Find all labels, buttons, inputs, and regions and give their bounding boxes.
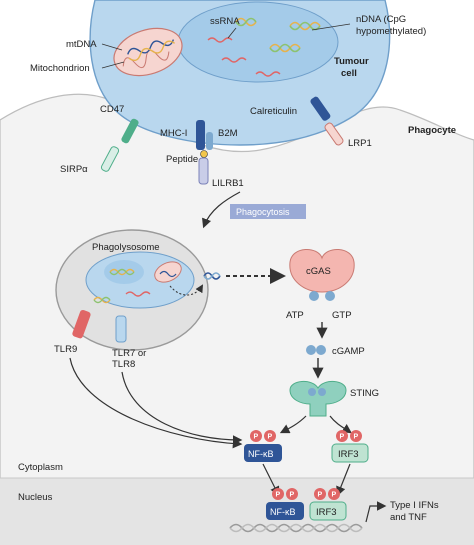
mhc1-label: MHC-I	[160, 128, 187, 139]
irf3-nuc-phospho-2-label: P	[332, 492, 337, 499]
irf3-nuc-phospho-1	[314, 488, 326, 500]
ndna-helix-1	[289, 21, 321, 31]
peptide-label: Peptide	[166, 154, 198, 165]
cgamp-molecule-2	[316, 345, 326, 355]
sirpa-receptor	[100, 146, 120, 172]
nfkb-cytoplasm	[244, 444, 282, 462]
irf3-cytoplasm	[331, 443, 369, 463]
ndna-helix-2	[269, 43, 301, 53]
nfkb-nuc-phospho-2-label: P	[290, 492, 295, 499]
nfkb-cytoplasm-label: NF-κB	[248, 449, 274, 459]
tumour-label-line1: Tumour	[334, 56, 369, 67]
mitochondrion-label: Mitochondrion	[30, 63, 90, 74]
nucleus-region	[0, 478, 474, 545]
gtp-molecule	[325, 291, 335, 301]
ndna-label-line2: hypomethylated)	[356, 26, 426, 37]
tumour-nucleus	[177, 1, 339, 83]
irf3-cytoplasm-label: IRF3	[338, 449, 359, 460]
tlr9-receptor	[72, 309, 91, 339]
lrp1-receptor	[324, 122, 344, 146]
cd47-label: CD47	[100, 104, 124, 115]
irf3-phospho-2	[350, 430, 362, 442]
tlr9-label: TLR9	[54, 344, 77, 355]
nfkb-nuc-phospho-1	[272, 488, 284, 500]
mtdna-label: mtDNA	[66, 39, 97, 50]
cgas-label: cGAS	[306, 266, 331, 277]
phagocytosis-label: Phagocytosis	[236, 207, 290, 217]
nucleus-label: Nucleus	[18, 492, 53, 503]
irf3-phospho-1	[336, 430, 348, 442]
irf3-nuc-phospho-2	[328, 488, 340, 500]
mhc1-receptor	[196, 120, 205, 150]
sting-protein	[289, 381, 347, 417]
calreticulin-receptor	[310, 96, 331, 121]
cgas-enzyme	[289, 249, 355, 293]
mtdna-leak-path	[169, 284, 204, 296]
nuclear-dna	[229, 523, 363, 533]
sting-label: STING	[350, 388, 379, 399]
tlr78-to-nfkb-arrow	[121, 371, 243, 445]
phagocyte-label: Phagocyte	[408, 125, 456, 136]
nfkb-nuc-phospho-1-label: P	[276, 492, 281, 499]
peptide-shape	[200, 150, 208, 158]
ssrna-strand-3	[255, 71, 281, 77]
nfkb-nuc-phospho-2	[286, 488, 298, 500]
irf3-phospho-2-label: P	[354, 434, 359, 441]
irf3-nucleus-label: IRF3	[316, 507, 337, 518]
nfkb-nucleus-label: NF-κB	[270, 507, 296, 517]
sirpa-label: SIRPα	[60, 164, 88, 175]
nfkb-phospho-2	[264, 430, 276, 442]
phagocytosis-box	[230, 204, 306, 219]
ssrna-label: ssRNA	[210, 16, 240, 27]
ndna-label-line1: nDNA (CpG	[356, 14, 406, 25]
nfkb-phospho-1-label: P	[254, 434, 259, 441]
irf3-nuc-phospho-1-label: P	[318, 492, 323, 499]
atp-label: ATP	[286, 310, 304, 321]
cgamp-label: cGAMP	[332, 346, 365, 357]
sting-to-irf3-arrow	[329, 415, 352, 434]
cgamp-molecule-1	[306, 345, 316, 355]
nfkb-phospho-1	[250, 430, 262, 442]
lilrb1-receptor	[198, 157, 209, 185]
lilrb1-label: LILRB1	[212, 178, 244, 189]
output-label-line1: Type I IFNs	[390, 500, 439, 511]
tlr78-receptor	[115, 315, 127, 343]
cd47-receptor	[121, 118, 139, 144]
tlr78-label-line2: TLR8	[112, 359, 135, 370]
tumour-label-line2: cell	[341, 68, 357, 79]
phagocytosis-arrow	[202, 191, 241, 229]
cytoplasm-label: Cytoplasm	[18, 462, 63, 473]
output-label-line2: and TNF	[390, 512, 427, 523]
transcription-arrow	[365, 501, 387, 523]
irf3-nucleus	[309, 501, 347, 521]
tlr78-label-line1: TLR7 or	[112, 348, 146, 359]
ssrna-strand-2	[221, 57, 247, 63]
nfkb-phospho-2-label: P	[268, 434, 273, 441]
sting-to-nfkb-arrow	[279, 415, 307, 434]
atp-molecule	[309, 291, 319, 301]
irf3-phospho-1-label: P	[340, 434, 345, 441]
b2m-label: B2M	[218, 128, 238, 139]
nfkb-nucleus	[266, 502, 304, 520]
gtp-label: GTP	[332, 310, 352, 321]
mtdna-helix	[127, 39, 175, 55]
b2m-receptor	[206, 132, 213, 150]
lrp1-label: LRP1	[348, 138, 372, 149]
tlr9-to-nfkb-arrow	[69, 357, 243, 449]
calreticulin-label: Calreticulin	[250, 106, 297, 117]
phagolysosome-label: Phagolysosome	[92, 242, 160, 253]
